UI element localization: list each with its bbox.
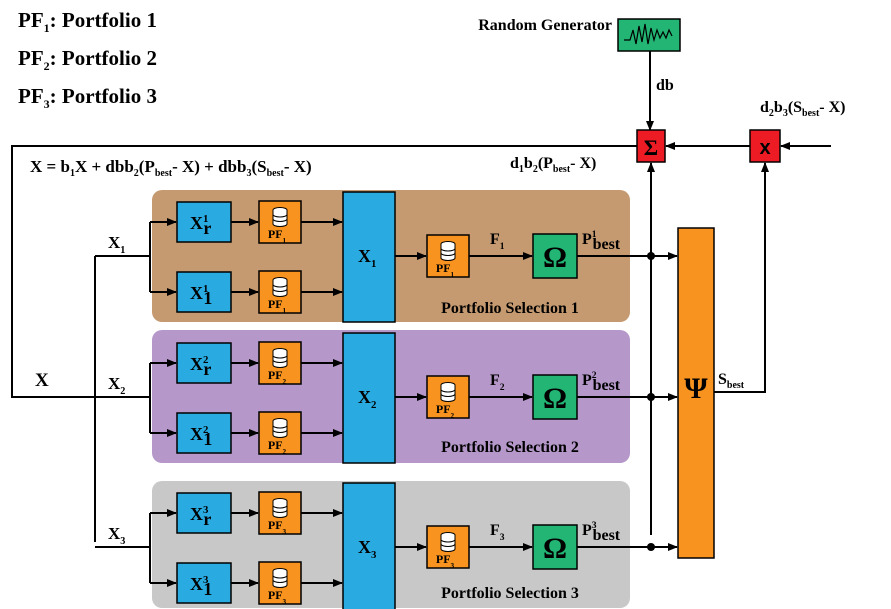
legend-text: : Portfolio 3 (49, 84, 157, 108)
database-icon (272, 418, 288, 438)
pf-label: PF1 (268, 297, 287, 315)
xr-block-3 (176, 492, 232, 534)
legend-item-1: PF1: Portfolio 1 (18, 8, 157, 36)
pf-block-bottom-1: PF1 (258, 270, 302, 315)
legend-symbol: PF (18, 46, 44, 70)
junction-dot (647, 543, 655, 551)
random-generator-block (617, 18, 681, 52)
noise-signal-icon (624, 23, 673, 45)
omega-icon-2: Ω (543, 382, 567, 415)
database-icon (272, 207, 288, 227)
pf-block-bottom-3: PF3 (258, 561, 302, 606)
x-block-2 (342, 332, 396, 464)
database-icon (272, 277, 288, 297)
psi-block (677, 227, 715, 559)
pf-eval-block-3: PF3 (426, 525, 470, 570)
x-block-3 (342, 482, 396, 609)
panel-title-2: Portfolio Selection 2 (441, 439, 579, 456)
legend-subscript: 1 (43, 21, 50, 36)
update-equation: X = b1X + dbb2(Pbest- X) + dbb3(Sbest- X… (30, 157, 312, 179)
f-label-2: F2 (490, 372, 505, 393)
pf-block-bg (258, 200, 302, 244)
branch-x-label-1: X1 (108, 233, 125, 256)
x-block-label-3: X3 (358, 537, 377, 561)
pf-block-top-2: PF2 (258, 341, 302, 386)
d2-term-label: d2b3(Sbest- X) (760, 99, 846, 119)
input-x-label: X (35, 370, 49, 391)
pf-label: PF3 (436, 552, 455, 570)
x-block-label-2: X2 (358, 387, 376, 411)
pf-label: PF3 (268, 588, 287, 606)
pf-label: PF1 (436, 261, 455, 279)
pf-block-bottom-2: PF2 (258, 411, 302, 456)
branch-x-label-2: X2 (108, 374, 125, 397)
x-block-1 (342, 191, 396, 323)
legend-symbol: PF (18, 8, 44, 32)
x1-label-3: X31 (190, 574, 212, 599)
pf-label: PF2 (268, 368, 287, 386)
omega-block-1 (532, 233, 578, 279)
f-label-3: F3 (490, 522, 505, 543)
database-icon (272, 568, 288, 588)
xr-block-1 (176, 201, 232, 243)
s-best-feedback-line (714, 162, 769, 393)
multiply-icon: x (759, 137, 770, 159)
legend-subscript: 2 (43, 59, 50, 74)
legend-item-3: PF3: Portfolio 3 (18, 84, 157, 112)
legend-text: : Portfolio 2 (49, 46, 157, 70)
omega-block-3 (532, 524, 578, 570)
random-generator-label: Random Generator (478, 17, 612, 34)
x1-label-1: X11 (190, 283, 212, 308)
database-icon (272, 498, 288, 518)
sum-icon: Σ (644, 135, 658, 160)
xr-label-1: X1r (190, 213, 211, 238)
junction-dot (647, 393, 655, 401)
legend-subscript: 3 (43, 97, 50, 112)
x1-label-2: X21 (190, 424, 212, 449)
branch-x-label-3: X3 (108, 524, 125, 547)
xr-label-3: X3r (190, 504, 211, 529)
x1-block-1 (176, 271, 232, 313)
pf-eval-block-1: PF1 (426, 234, 470, 279)
pf-label: PF3 (268, 518, 287, 536)
f-label-1: F1 (490, 231, 505, 252)
database-icon (272, 348, 288, 368)
omega-icon-1: Ω (543, 241, 567, 274)
legend-item-2: PF2: Portfolio 2 (18, 46, 157, 74)
legend-symbol: PF (18, 84, 44, 108)
s-best-label: Sbest (718, 371, 745, 391)
sum-output-line (11, 145, 637, 398)
psi-icon: Ψ (684, 372, 708, 405)
xr-block-2 (176, 342, 232, 384)
d1-term-label: d1b2(Pbest- X) (510, 155, 596, 175)
junction-dot (647, 252, 655, 260)
database-icon (440, 532, 456, 552)
pf-label: PF2 (268, 438, 287, 456)
omega-icon-3: Ω (543, 532, 567, 565)
database-icon (440, 241, 456, 261)
panel-title-3: Portfolio Selection 3 (441, 585, 579, 602)
pf-block-top-3: PF3 (258, 491, 302, 536)
xr-label-2: X2r (190, 354, 211, 379)
db-label: db (656, 77, 674, 94)
panel-title-1: Portfolio Selection 1 (441, 300, 579, 317)
database-icon (440, 382, 456, 402)
legend-text: : Portfolio 1 (49, 8, 157, 32)
pf-label: PF2 (436, 402, 455, 420)
pf-label: PF1 (268, 227, 287, 245)
x-block-label-1: X1 (358, 246, 376, 270)
pf-block-top-1: PF1 (258, 200, 302, 245)
pf-eval-block-2: PF2 (426, 375, 470, 420)
